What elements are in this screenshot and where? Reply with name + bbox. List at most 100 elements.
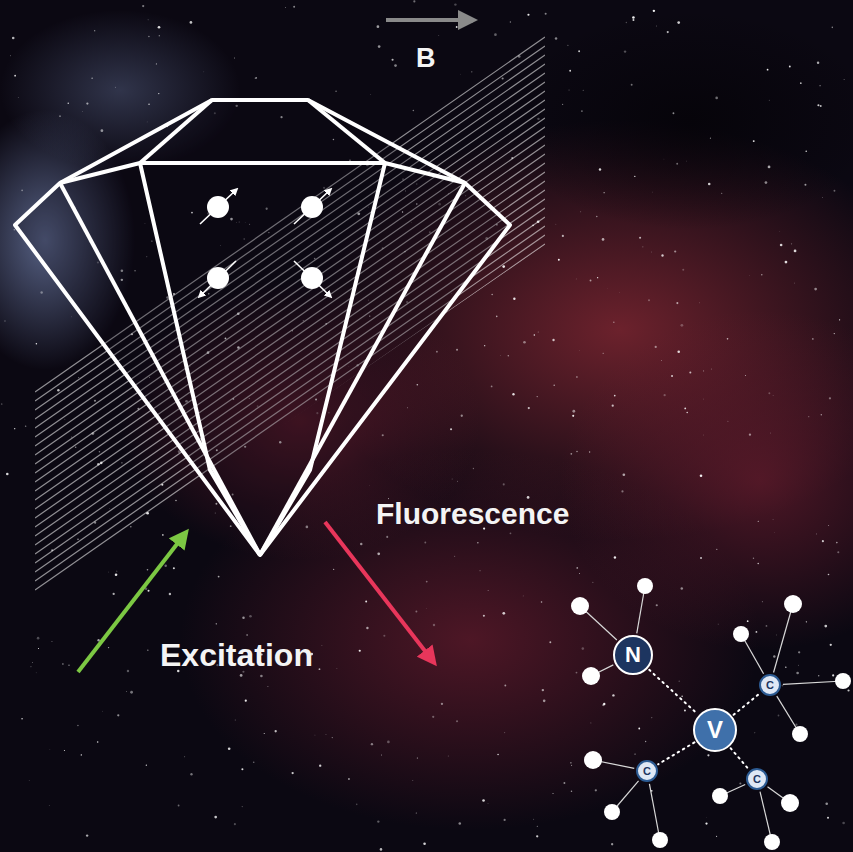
star bbox=[822, 540, 824, 542]
star bbox=[130, 691, 133, 694]
atom-circle bbox=[760, 675, 780, 695]
star bbox=[68, 665, 69, 666]
star bbox=[655, 25, 657, 27]
star bbox=[837, 551, 839, 553]
star bbox=[454, 555, 456, 557]
star bbox=[319, 668, 321, 670]
star bbox=[715, 97, 718, 100]
star bbox=[147, 569, 149, 571]
star bbox=[523, 341, 526, 344]
star bbox=[216, 623, 217, 624]
star bbox=[815, 533, 817, 535]
lattice-atom bbox=[637, 578, 653, 594]
star bbox=[59, 115, 60, 116]
star bbox=[487, 590, 489, 592]
star bbox=[394, 64, 397, 67]
star bbox=[147, 650, 148, 651]
star bbox=[291, 772, 293, 774]
bond-line bbox=[783, 681, 843, 684]
star bbox=[766, 625, 768, 627]
star bbox=[614, 556, 616, 558]
star bbox=[706, 817, 708, 819]
star bbox=[423, 842, 426, 845]
star bbox=[765, 181, 768, 184]
fluorescence-label: Fluorescence bbox=[376, 497, 569, 530]
star bbox=[332, 737, 333, 738]
star bbox=[383, 635, 385, 637]
star bbox=[377, 552, 380, 555]
lattice-atom bbox=[584, 751, 602, 769]
star bbox=[461, 415, 463, 417]
star bbox=[745, 375, 747, 377]
star bbox=[619, 292, 621, 294]
star bbox=[639, 237, 641, 239]
star bbox=[214, 816, 217, 819]
star bbox=[82, 111, 84, 113]
vacancy-bond bbox=[658, 742, 694, 764]
star bbox=[234, 823, 236, 825]
star bbox=[772, 519, 774, 521]
star bbox=[415, 611, 417, 613]
star bbox=[794, 250, 797, 253]
star bbox=[677, 21, 680, 24]
star bbox=[597, 277, 598, 278]
star bbox=[234, 57, 236, 59]
star bbox=[661, 254, 663, 256]
star bbox=[661, 360, 663, 362]
lattice-atom bbox=[652, 832, 668, 848]
star bbox=[184, 756, 186, 758]
star bbox=[380, 848, 383, 851]
star bbox=[684, 709, 686, 711]
star bbox=[555, 37, 557, 39]
star bbox=[819, 85, 820, 86]
star bbox=[632, 16, 635, 19]
star bbox=[817, 62, 819, 64]
star bbox=[607, 288, 609, 290]
star bbox=[164, 565, 166, 567]
star bbox=[30, 666, 32, 668]
star bbox=[705, 823, 707, 825]
star bbox=[253, 761, 255, 763]
star bbox=[770, 432, 771, 433]
star bbox=[392, 59, 394, 61]
star bbox=[673, 112, 675, 114]
star bbox=[369, 485, 371, 487]
star bbox=[127, 670, 129, 672]
atom-symbol: C bbox=[766, 680, 774, 691]
star bbox=[214, 512, 216, 514]
star bbox=[563, 782, 565, 784]
star bbox=[676, 302, 678, 304]
star bbox=[578, 50, 580, 52]
star bbox=[6, 473, 9, 476]
star bbox=[602, 352, 604, 354]
star bbox=[534, 334, 536, 336]
star bbox=[94, 400, 96, 402]
star bbox=[116, 570, 118, 572]
star bbox=[612, 405, 614, 407]
star bbox=[571, 791, 572, 792]
star bbox=[130, 526, 131, 527]
star bbox=[242, 617, 244, 619]
star bbox=[708, 183, 711, 186]
star bbox=[576, 451, 578, 453]
lattice-atom bbox=[604, 804, 620, 820]
star bbox=[703, 434, 705, 436]
star bbox=[543, 700, 546, 703]
star bbox=[700, 474, 703, 477]
star bbox=[567, 45, 568, 46]
star bbox=[623, 473, 626, 476]
star bbox=[230, 525, 232, 527]
star bbox=[267, 686, 269, 688]
star bbox=[571, 765, 572, 766]
star bbox=[717, 623, 719, 625]
star bbox=[621, 490, 623, 492]
star bbox=[335, 90, 337, 92]
star bbox=[768, 166, 771, 169]
star bbox=[604, 192, 605, 193]
star bbox=[148, 104, 150, 106]
star bbox=[653, 10, 655, 12]
star bbox=[504, 819, 506, 821]
star bbox=[568, 89, 569, 90]
star bbox=[590, 280, 592, 282]
star bbox=[808, 416, 809, 417]
